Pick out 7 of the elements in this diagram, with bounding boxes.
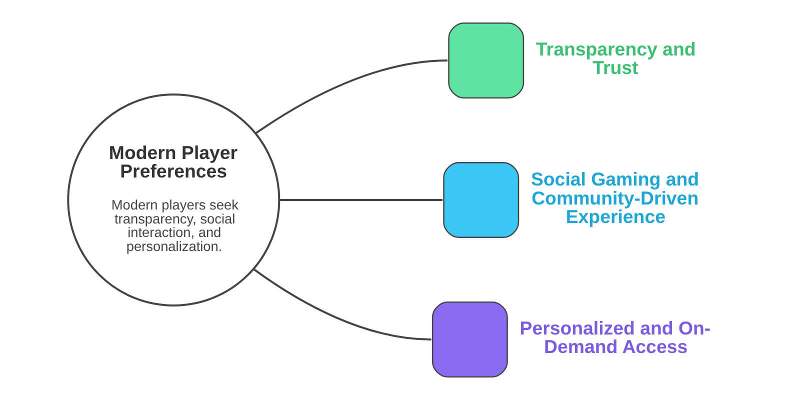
connector	[255, 60, 448, 134]
node-label: Transparency and Trust	[536, 38, 696, 78]
connector	[279, 199, 443, 201]
node-label: Social Gaming and Community-Driven Experience	[530, 168, 700, 228]
node-circle: Modern Player Preferences Modern players seek transparency, social interaction, and personalization.	[67, 94, 280, 306]
connector	[253, 268, 432, 340]
node-label: Personalized and On-Demand Access	[520, 318, 711, 358]
